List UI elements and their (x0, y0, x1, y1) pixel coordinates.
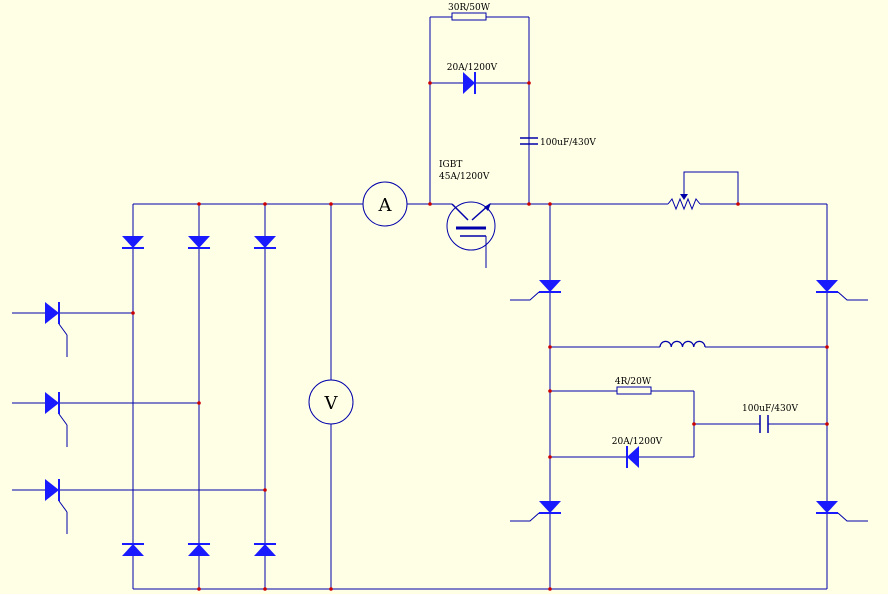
voltmeter-label: V (324, 393, 339, 414)
top-diode-label: 20A/1200V (447, 63, 498, 73)
bridge-diode-icon (253, 235, 277, 249)
thyristor-icon (510, 280, 561, 301)
bridge-diode-icon (121, 543, 145, 557)
mid-resistor-label: 4R/20W (615, 377, 652, 387)
capacitor-icon (759, 415, 769, 433)
resistor-icon (616, 386, 652, 395)
thyristor-icon (510, 501, 561, 522)
thyristor-icon (44, 391, 68, 448)
diode-icon (463, 72, 476, 94)
igbt-name-label: IGBT (439, 160, 462, 170)
junction-dots (131, 81, 829, 591)
top-resistor-label: 30R/50W (448, 3, 491, 13)
thyristor-icon (816, 501, 868, 522)
bridge-diode-icon (253, 543, 277, 557)
inductor-icon (659, 340, 706, 348)
top-capacitor-label: 100uF/430V (540, 138, 596, 148)
thyristor-icon (44, 478, 68, 535)
bridge-diode-icon (121, 235, 145, 249)
ammeter-label: A (378, 195, 393, 216)
capacitor-icon (520, 137, 538, 204)
ammeter-icon: A (362, 181, 408, 227)
bridge-diode-icon (187, 235, 211, 249)
thyristor-icon (44, 301, 68, 358)
thyristor-icon (816, 280, 868, 301)
mid-diode-label: 20A/1200V (612, 437, 663, 447)
resistor-icon (451, 12, 487, 21)
igbt-icon (430, 201, 500, 251)
diode-icon (626, 446, 639, 468)
voltmeter-icon: V (308, 379, 354, 425)
mid-capacitor-label: 100uF/430V (742, 404, 798, 414)
igbt-rating-label: 45A/1200V (439, 172, 490, 182)
bridge-diode-icon (187, 543, 211, 557)
potentiometer-icon (667, 194, 701, 211)
